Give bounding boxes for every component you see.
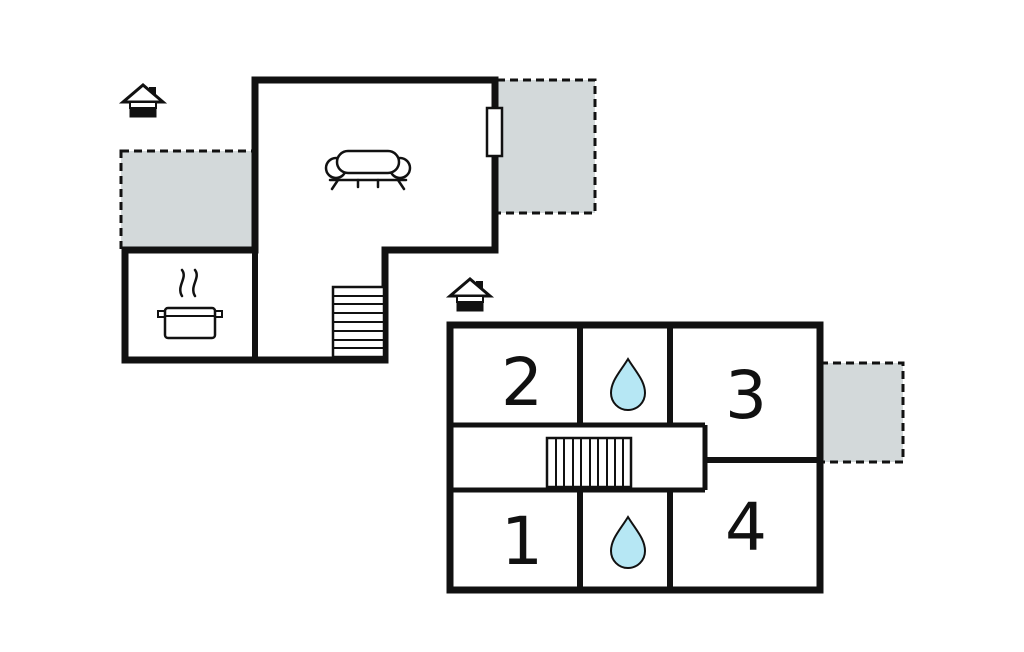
balcony-right bbox=[818, 361, 905, 464]
interior-walls bbox=[450, 325, 820, 590]
room-label-4: 4 bbox=[725, 489, 767, 566]
terrace-right bbox=[495, 78, 597, 215]
ground-floor-plan bbox=[119, 76, 597, 364]
upper-floor-plan: 2 3 1 4 bbox=[446, 277, 905, 594]
entrance-icon bbox=[448, 277, 492, 313]
room-label-2: 2 bbox=[501, 344, 543, 421]
stove-pot-icon bbox=[157, 268, 223, 340]
door-icon bbox=[485, 106, 504, 158]
terrace-left bbox=[119, 149, 256, 251]
stairs-icon bbox=[545, 436, 633, 489]
room-label-3: 3 bbox=[725, 357, 767, 434]
entrance-icon bbox=[121, 83, 165, 119]
stairs-icon bbox=[331, 285, 386, 359]
room-label-1: 1 bbox=[501, 503, 543, 580]
sofa-icon bbox=[324, 149, 412, 191]
